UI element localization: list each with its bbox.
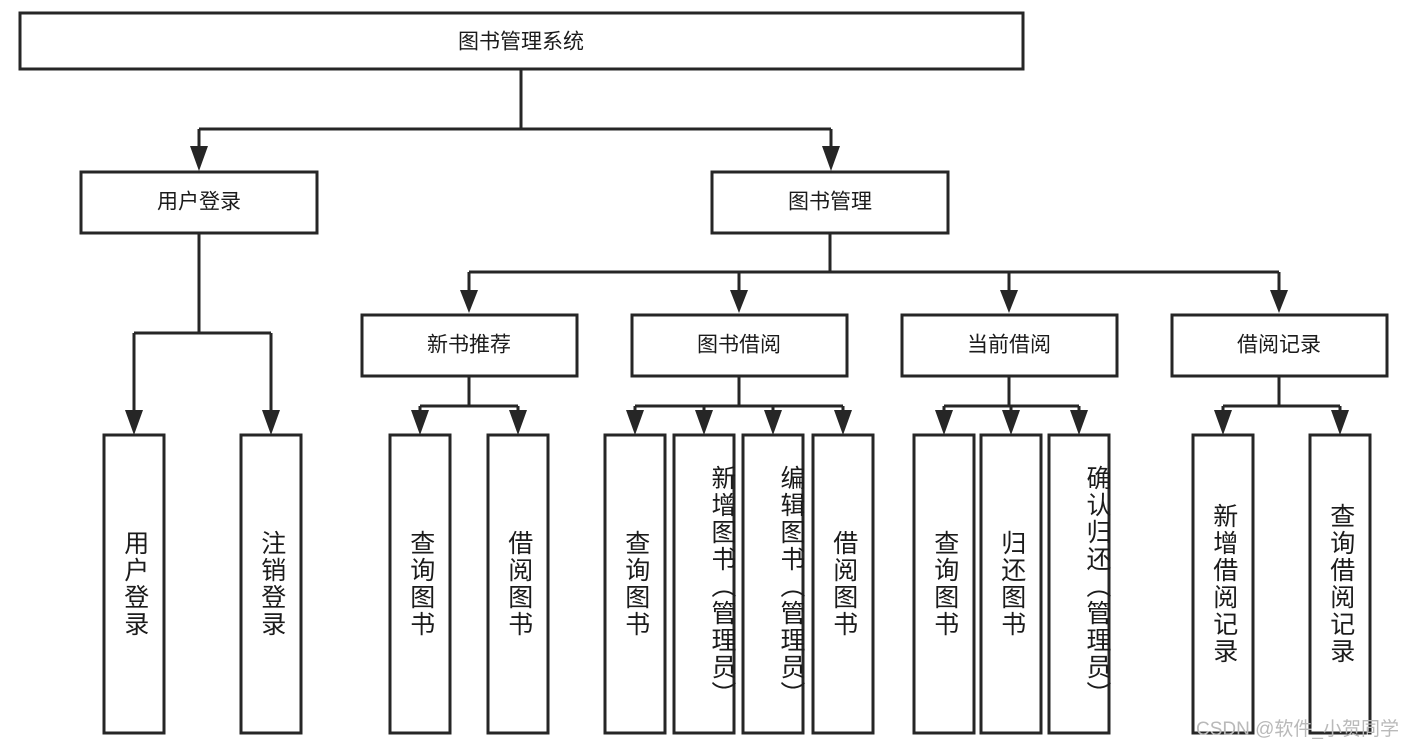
node-new-book-recommend[interactable]: 新书推荐 [360, 313, 579, 378]
node-borrow-record[interactable]: 借阅记录 [1170, 313, 1389, 378]
leaf-box-query-borrow-record[interactable] [1308, 433, 1372, 735]
edge-user-login-to-leaves [125, 233, 280, 435]
leaf-box-query-book-2[interactable] [603, 433, 667, 735]
node-current-borrow-label: 当前借阅 [967, 334, 1051, 357]
edge-root-to-level2 [190, 69, 840, 171]
leaf-box-return-book[interactable] [979, 433, 1043, 735]
node-book-borrow-label: 图书借阅 [697, 334, 781, 357]
node-book-borrow[interactable]: 图书借阅 [630, 313, 849, 378]
leaf-box-edit-book[interactable] [741, 433, 805, 735]
leaf-box-logout-login[interactable] [239, 433, 303, 735]
csdn-watermark: CSDN @软件_小贺同学 [1196, 719, 1399, 740]
leaf-box-borrow-book-2[interactable] [811, 433, 875, 735]
node-book-management[interactable]: 图书管理 [710, 170, 950, 235]
leaf-box-add-borrow-record[interactable] [1191, 433, 1255, 735]
leaf-box-add-book[interactable] [672, 433, 736, 735]
node-book-management-label: 图书管理 [788, 191, 872, 214]
node-new-book-recommend-label: 新书推荐 [427, 334, 511, 357]
node-root-label: 图书管理系统 [458, 31, 584, 54]
node-user-login-label: 用户登录 [157, 191, 241, 214]
node-user-login[interactable]: 用户登录 [79, 170, 319, 235]
node-current-borrow[interactable]: 当前借阅 [900, 313, 1119, 378]
node-borrow-record-label: 借阅记录 [1237, 334, 1321, 357]
leaf-box-query-book-1[interactable] [388, 433, 452, 735]
leaf-box-user-login[interactable] [102, 433, 166, 735]
leaf-box-borrow-book-1[interactable] [486, 433, 550, 735]
leaf-boxes [102, 433, 1372, 735]
leaf-box-confirm-return[interactable] [1047, 433, 1111, 735]
edge-current-borrow-to-leaves [935, 376, 1088, 435]
leaf-box-query-book-3[interactable] [912, 433, 976, 735]
node-root[interactable]: 图书管理系统 [18, 11, 1025, 71]
edge-new-book-recommend-to-leaves [411, 376, 527, 435]
edge-book-management-to-level3 [460, 233, 1288, 313]
edge-book-borrow-to-leaves [626, 376, 852, 435]
edge-borrow-record-to-leaves [1214, 376, 1349, 435]
